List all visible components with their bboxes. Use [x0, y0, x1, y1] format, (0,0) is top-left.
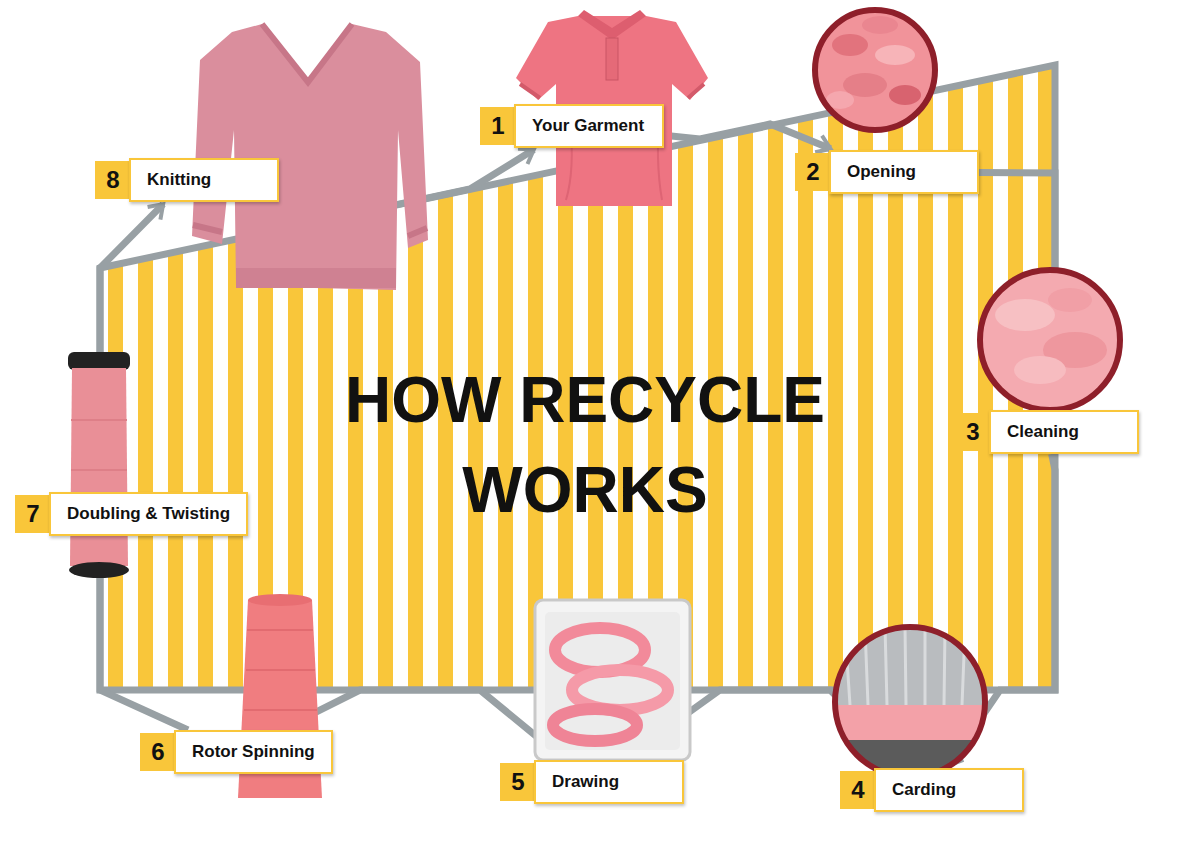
step-number: 7: [15, 495, 51, 533]
fibre-fluff: [1014, 356, 1066, 384]
step-label: 4Carding: [840, 768, 1024, 812]
drawing-can: [535, 600, 690, 760]
machine-back: [830, 620, 990, 715]
step-name: Doubling & Twisting: [49, 492, 248, 536]
yarn-spool: [68, 352, 130, 578]
fibre-tuft: [875, 45, 915, 65]
spool-cap: [68, 352, 130, 370]
fibre-tuft: [843, 73, 887, 97]
opening-photo: [815, 10, 935, 130]
step-number: 1: [480, 107, 516, 145]
spool-base: [69, 562, 129, 578]
photo-ring: [815, 10, 935, 130]
step-name: Your Garment: [514, 104, 664, 148]
shirt-placket: [606, 38, 618, 80]
step-number: 4: [840, 771, 876, 809]
step-name: Knitting: [129, 158, 279, 202]
step-name: Opening: [829, 150, 979, 194]
step-number: 6: [140, 733, 176, 771]
fibre-fluff: [995, 299, 1055, 331]
cone-top: [248, 594, 312, 606]
step-name: Cleaning: [989, 410, 1139, 454]
sweater-body: [192, 24, 428, 290]
step-name: Rotor Spinning: [174, 730, 333, 774]
can-box: [535, 600, 690, 760]
sweater-cuff: [193, 225, 427, 236]
step-label: 1Your Garment: [480, 104, 664, 148]
step-number: 8: [95, 161, 131, 199]
photo-fill: [980, 270, 1120, 410]
carded-web: [830, 705, 990, 740]
step-number: 3: [955, 413, 991, 451]
step-label: 2Opening: [795, 150, 979, 194]
sweater: [192, 24, 428, 290]
step-number: 2: [795, 153, 831, 191]
cleaning-photo: [980, 270, 1120, 410]
step-label: 6Rotor Spinning: [140, 730, 333, 774]
fibre-fluff: [1048, 288, 1092, 312]
step-label: 8Knitting: [95, 158, 279, 202]
flow-arrow: [664, 124, 831, 149]
photo-ring: [980, 270, 1120, 410]
step-label: 7Doubling & Twisting: [15, 492, 248, 536]
sweater-rib: [236, 268, 396, 288]
sweater-neck: [262, 24, 352, 82]
fibre-tuft: [889, 85, 921, 105]
sleeve-hem: [520, 84, 704, 98]
step-name: Drawing: [534, 760, 684, 804]
photo-ring: [835, 627, 985, 777]
step-name: Carding: [874, 768, 1024, 812]
step-label: 3Cleaning: [955, 410, 1139, 454]
diagram-title: HOW RECYCLE WORKS: [285, 355, 885, 535]
step-number: 5: [500, 763, 536, 801]
fibre-tuft: [862, 16, 898, 34]
photo-fill: [815, 10, 935, 130]
sliver-coil: [553, 709, 637, 741]
shirt-collar: [578, 10, 646, 40]
step-label: 5Drawing: [500, 760, 684, 804]
fibre-tuft: [832, 34, 868, 56]
can-inside: [545, 612, 680, 750]
carding-photo: [830, 620, 990, 780]
spool-body: [70, 368, 128, 566]
